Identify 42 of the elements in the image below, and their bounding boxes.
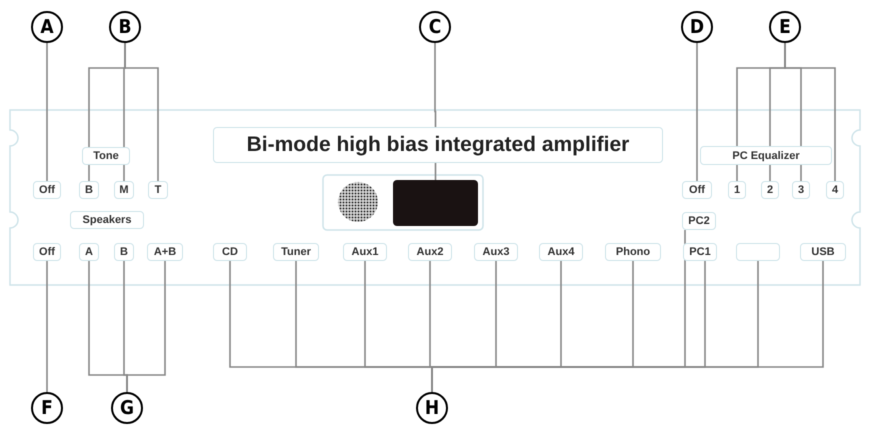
panel-button: PC2 [682, 212, 716, 230]
section-label: Tone [82, 147, 130, 165]
leader-line [696, 43, 698, 181]
callout-letter: A [31, 11, 63, 43]
panel-button: M [114, 181, 134, 199]
panel-button: PC1 [683, 243, 717, 261]
panel-button: B [114, 243, 134, 261]
leader-line [126, 261, 166, 392]
panel-button: USB [800, 243, 846, 261]
panel-button: Tuner [273, 243, 319, 261]
callout-letter: C [419, 11, 451, 43]
panel-button: A+B [147, 243, 183, 261]
panel-button: 2 [761, 181, 779, 199]
leader-line [124, 43, 159, 181]
panel-button: Phono [605, 243, 661, 261]
panel-button: Off [682, 181, 712, 199]
panel-button: A [79, 243, 99, 261]
panel-button: 4 [826, 181, 844, 199]
panel-button: Aux1 [343, 243, 387, 261]
callout-letter: B [109, 11, 141, 43]
panel-button: B [79, 181, 99, 199]
panel-button: 3 [792, 181, 810, 199]
section-label: Speakers [70, 211, 144, 229]
leader-line [46, 43, 48, 181]
callout-letter: F [31, 392, 63, 424]
section-label: PC Equalizer [700, 146, 832, 165]
panel-button [736, 243, 780, 261]
panel-button: Aux4 [539, 243, 583, 261]
callout-letter: D [681, 11, 713, 43]
panel-button: Aux3 [474, 243, 518, 261]
display-window [393, 180, 478, 226]
callout-letter: H [416, 392, 448, 424]
leader-line [46, 261, 48, 392]
panel-button: 1 [728, 181, 746, 199]
panel-button: Off [33, 181, 61, 199]
panel-button: Off [33, 243, 61, 261]
panel-button: T [148, 181, 168, 199]
callout-letter: E [769, 11, 801, 43]
panel-button: CD [213, 243, 247, 261]
panel-button: Aux2 [408, 243, 452, 261]
title-plate: Bi-mode high bias integrated amplifier [213, 127, 663, 163]
callout-letter: G [111, 392, 143, 424]
